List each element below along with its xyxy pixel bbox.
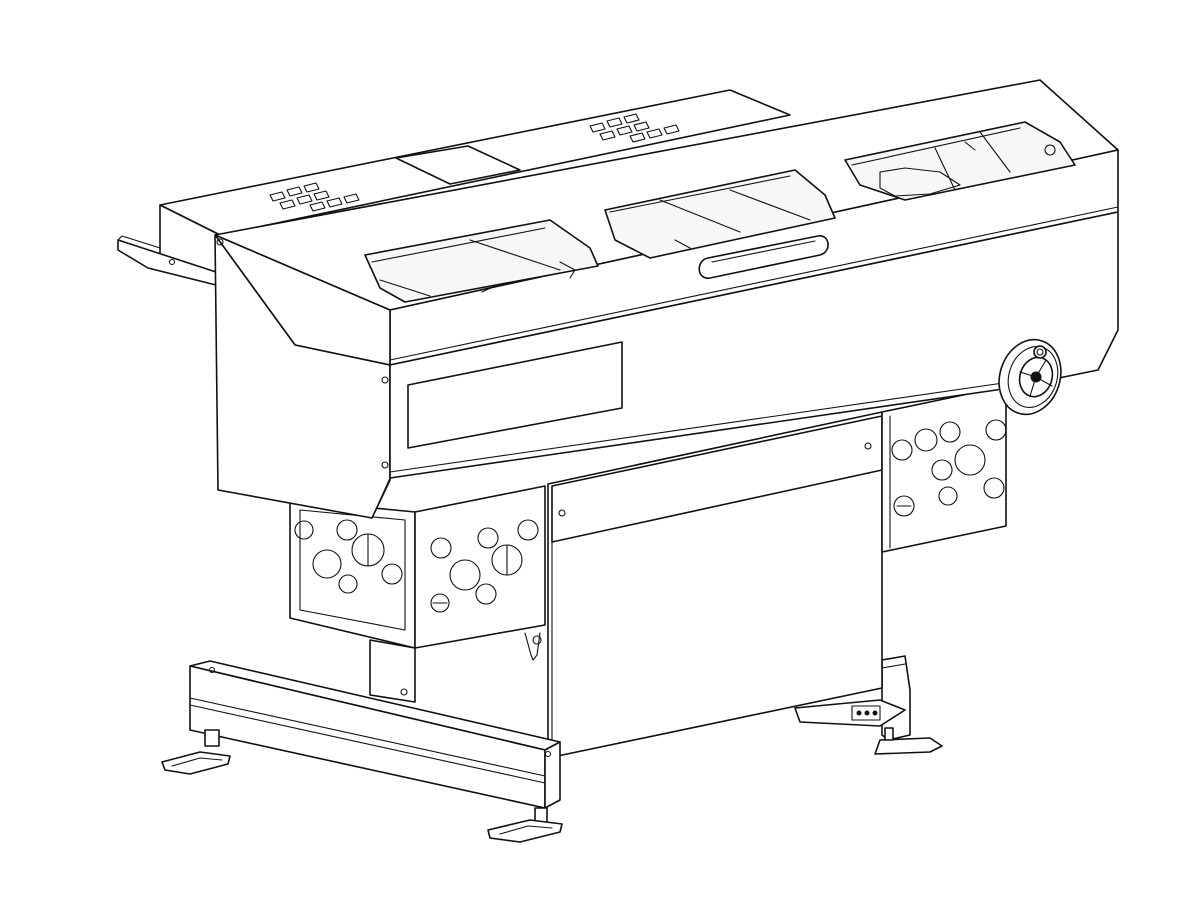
front-right-foot xyxy=(487,807,563,843)
front-base-rail xyxy=(189,660,561,809)
top-window-right[interactable] xyxy=(844,121,1076,201)
front-label-window xyxy=(407,341,623,449)
left-perforated-bracket xyxy=(289,485,546,649)
top-window-center[interactable] xyxy=(604,169,836,259)
rear-right-leg xyxy=(794,655,943,755)
rear-right-foot-pad xyxy=(874,737,943,755)
upper-housing xyxy=(117,89,791,286)
right-perforated-bracket xyxy=(881,385,1007,553)
handwheel[interactable] xyxy=(990,332,1071,423)
hood-handle[interactable] xyxy=(698,235,829,279)
front-left-foot xyxy=(161,729,231,775)
vent-pattern-left xyxy=(269,182,360,212)
top-window-left[interactable] xyxy=(364,219,599,303)
cabinet-body xyxy=(547,411,883,759)
front-leg xyxy=(369,632,542,703)
vent-pattern-right xyxy=(589,113,680,143)
